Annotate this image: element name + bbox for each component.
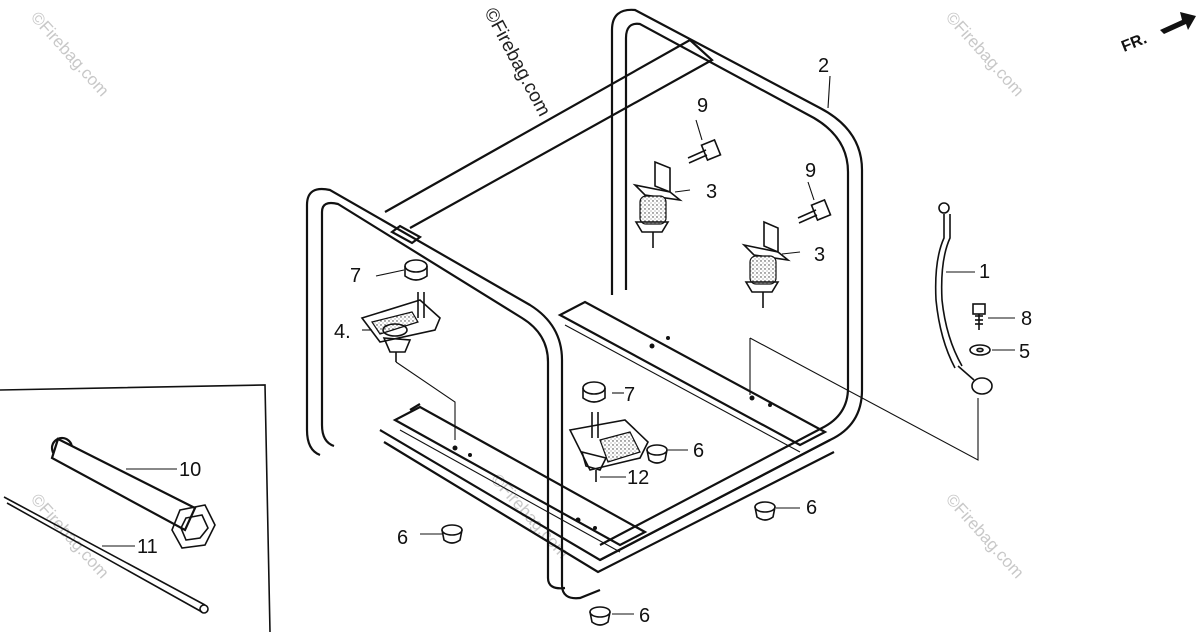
plug-wrench (50, 436, 216, 549)
tool-kit-inset (0, 384, 271, 632)
flange-nut-b (441, 524, 463, 544)
arrow-icon (1160, 12, 1196, 34)
callout-8: 8 (1021, 308, 1032, 330)
callout-7-upper: 7 (350, 265, 361, 287)
callout-7-center: 7 (624, 384, 635, 406)
callout-9-upper: 9 (697, 95, 708, 117)
callout-11: 11 (137, 536, 158, 558)
mounting-holes (452, 336, 772, 530)
callout-4: 4. (334, 321, 351, 343)
washer (969, 344, 991, 356)
callout-2: 2 (818, 55, 829, 77)
callout-3-lower: 3 (814, 244, 825, 266)
ground-bolt (972, 303, 986, 330)
callout-6-bottom: 6 (639, 605, 650, 627)
watermark: ©Firebag.com (27, 8, 113, 100)
ground-cable (934, 202, 993, 395)
flange-nut-d (589, 606, 611, 626)
callout-5: 5 (1019, 341, 1030, 363)
leader-lines (362, 75, 1015, 615)
callout-6-left: 6 (397, 527, 408, 549)
callout-1: 1 (979, 261, 990, 283)
rubber-mount-upper (632, 160, 683, 248)
watermark: ©Firebag.com (942, 490, 1028, 582)
callout-3-upper: 3 (706, 181, 717, 203)
watermark-main: ©Firebag.com (480, 4, 555, 119)
callout-10: 10 (179, 459, 201, 481)
mount-bracket-left (360, 292, 441, 362)
flange-nut-a (646, 444, 668, 464)
flange-nut-c (754, 501, 776, 521)
callout-labels: 1 2 3 3 4. 5 6 6 6 6 7 7 8 9 9 10 11 12 (137, 55, 1032, 627)
handle-bar (3, 496, 209, 614)
front-direction-indicator: FR. (1119, 12, 1196, 56)
front-label: FR. (1119, 30, 1149, 55)
watermark: ©Firebag.com (942, 8, 1028, 100)
rubber-mount-lower (741, 220, 791, 308)
bolt-lower (797, 198, 832, 224)
nut-upper (404, 259, 428, 281)
bolt-upper (687, 138, 722, 164)
callout-9-lower: 9 (805, 160, 816, 182)
main-frame (305, 8, 864, 600)
watermark-group: ©Firebag.com ©Firebag.com ©Firebag.com ©… (27, 4, 1028, 582)
watermark: ©Firebag.com (27, 490, 113, 582)
nut-center (582, 381, 606, 403)
mount-bracket-center (568, 412, 649, 482)
callout-12: 12 (627, 467, 649, 489)
callout-6-right: 6 (806, 497, 817, 519)
callout-6-center: 6 (693, 440, 704, 462)
